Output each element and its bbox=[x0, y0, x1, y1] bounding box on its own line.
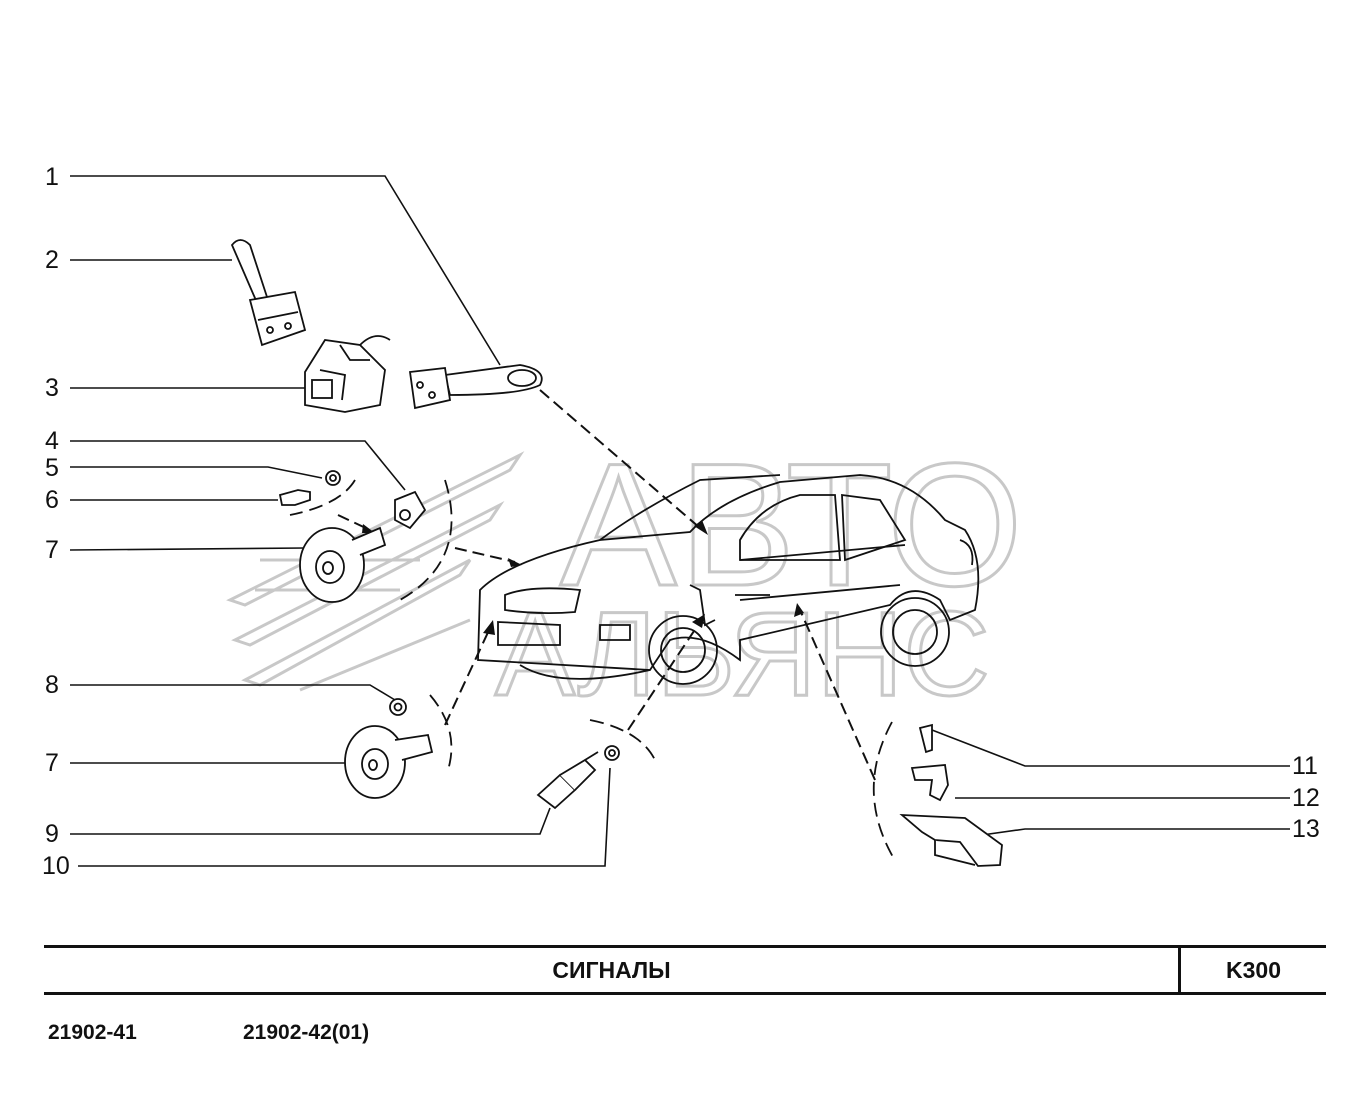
watermark: АВТО АЛЬЯНС bbox=[226, 427, 1025, 723]
stalk-switch-right bbox=[408, 364, 543, 410]
callout-2: 2 bbox=[45, 246, 59, 274]
column-switch bbox=[304, 335, 391, 413]
watermark-text-1: АВТО bbox=[560, 428, 1025, 623]
callout-1: 1 bbox=[45, 163, 59, 191]
door-switch bbox=[536, 745, 620, 810]
callout-7-lower: 7 bbox=[45, 749, 59, 777]
callout-9: 9 bbox=[45, 820, 59, 848]
callout-11: 11 bbox=[1292, 752, 1318, 780]
leader-1 bbox=[70, 175, 501, 366]
callout-12: 12 bbox=[1292, 784, 1320, 812]
catalog-code: K300 bbox=[1226, 957, 1281, 983]
callout-10: 10 bbox=[42, 852, 70, 880]
title-block: СИГНАЛЫ K300 bbox=[44, 945, 1326, 995]
diagram-title: СИГНАЛЫ bbox=[552, 957, 671, 983]
callout-13: 13 bbox=[1292, 815, 1320, 843]
leader-4 bbox=[70, 440, 406, 491]
model-number-2: 21902-42(01) bbox=[243, 1021, 370, 1044]
callout-5: 5 bbox=[45, 454, 59, 482]
leader-8 bbox=[70, 684, 396, 701]
callout-6: 6 bbox=[45, 486, 59, 514]
arrow-heads bbox=[362, 520, 804, 635]
model-number-1: 21902-41 bbox=[48, 1021, 137, 1044]
leader-10 bbox=[78, 767, 611, 867]
horn-upper bbox=[278, 470, 427, 603]
callout-8: 8 bbox=[45, 671, 59, 699]
leader-lines bbox=[69, 175, 1290, 867]
car-illustration bbox=[477, 474, 980, 685]
leader-7a bbox=[69, 547, 306, 551]
callout-4: 4 bbox=[45, 427, 59, 455]
leader-11 bbox=[931, 729, 1290, 767]
hood-switch bbox=[899, 723, 1003, 867]
leader-13 bbox=[974, 828, 1290, 837]
title-separator bbox=[1178, 948, 1181, 992]
callout-3: 3 bbox=[45, 374, 59, 402]
horn-lower bbox=[344, 698, 434, 799]
stalk-switch-left bbox=[230, 239, 307, 347]
group-arcs bbox=[289, 479, 894, 858]
leader-5 bbox=[70, 466, 323, 479]
callout-7-upper: 7 bbox=[45, 536, 59, 564]
leader-9 bbox=[70, 807, 551, 835]
